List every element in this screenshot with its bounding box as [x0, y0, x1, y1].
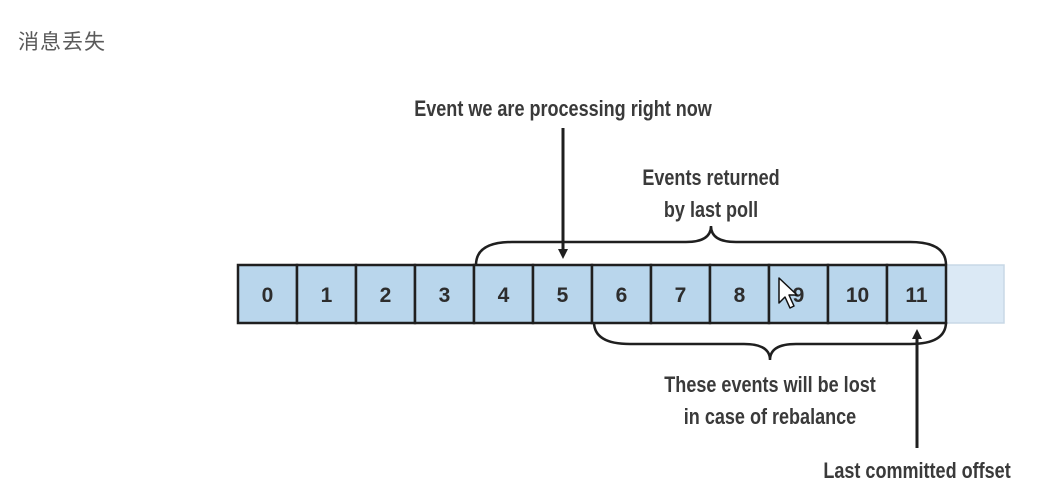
empty-cell	[945, 264, 1005, 324]
mouse-pointer-icon	[778, 277, 798, 309]
label-lost-line2: in case of rebalance	[684, 405, 856, 429]
label-returned-line2: by last poll	[664, 198, 758, 222]
offset-cell-label: 10	[846, 284, 869, 307]
offset-cell	[885, 263, 948, 325]
offset-cell	[826, 263, 889, 325]
offset-cell-label: 1	[321, 284, 333, 307]
offset-cell	[413, 263, 476, 325]
offset-cell-label: 5	[557, 284, 569, 307]
page-title: 消息丢失	[18, 30, 106, 54]
offset-cell-label: 9	[793, 284, 805, 307]
offset-cell-label: 6	[616, 284, 628, 307]
brace-lost	[592, 321, 948, 361]
offset-cell-label: 4	[498, 284, 510, 307]
offset-cell	[295, 263, 358, 325]
offset-cell-label: 11	[905, 284, 928, 307]
offset-cell-label: 8	[734, 284, 746, 307]
brace-returned	[474, 225, 948, 266]
offset-cell-label: 0	[262, 284, 274, 307]
label-committed: Last committed offset	[823, 459, 1011, 483]
label-returned-line1: Events returned	[642, 166, 779, 190]
offset-cell-label: 3	[439, 284, 451, 307]
label-processing: Event we are processing right now	[414, 97, 712, 121]
offset-cell-label: 2	[380, 284, 392, 307]
offset-cell	[354, 263, 417, 325]
label-lost-line1: These events will be lost	[664, 373, 876, 397]
offset-cell	[531, 263, 594, 325]
offset-cell	[236, 263, 299, 325]
offset-cell-label: 7	[675, 284, 687, 307]
offset-cells: 0 1 2 3 4 5 6 7 8 9 10 11	[236, 263, 1005, 325]
